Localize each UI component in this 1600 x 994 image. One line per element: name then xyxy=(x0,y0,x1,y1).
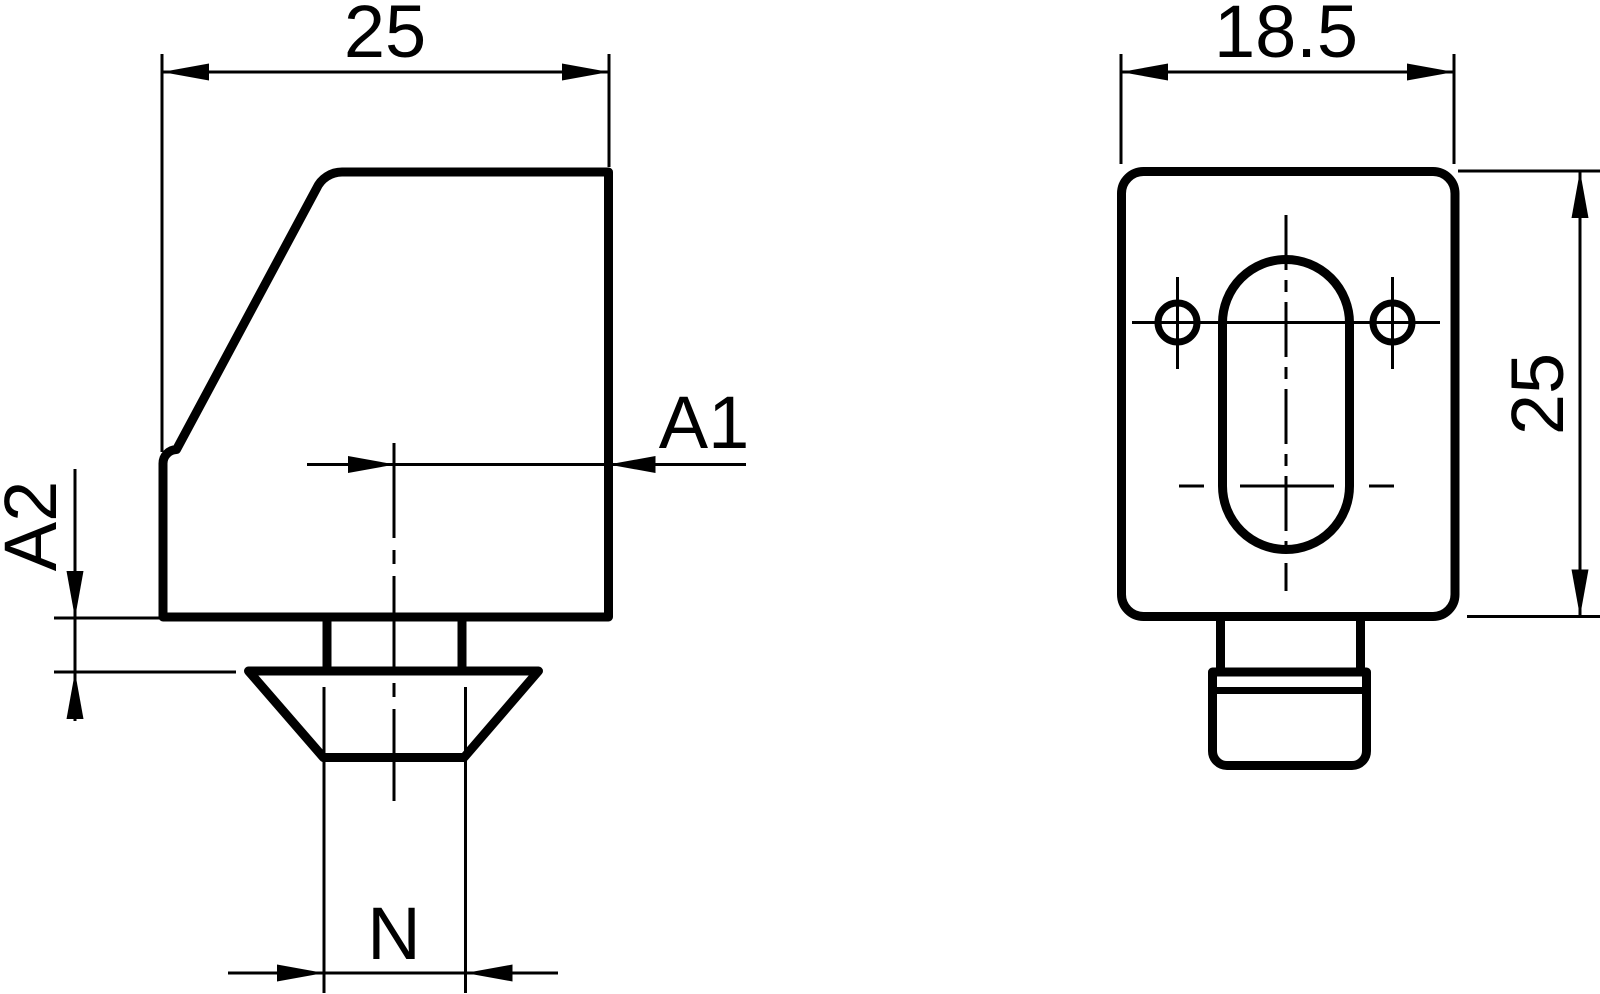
dimension-left-width: 25 xyxy=(160,0,611,452)
dimension-label-a1: A1 xyxy=(659,381,750,464)
arrowhead-up xyxy=(1571,171,1589,218)
right-view-body-outline xyxy=(1117,167,1460,621)
arrowhead-right xyxy=(1407,63,1454,81)
arrowhead-down xyxy=(66,571,84,618)
dimension-n: N xyxy=(228,687,558,993)
arrowhead-right xyxy=(465,964,513,982)
arrowhead-at-centerline xyxy=(348,456,395,473)
arrowhead-left xyxy=(162,63,209,81)
left-view xyxy=(158,167,613,801)
right-view xyxy=(1117,167,1460,770)
dimension-label-n: N xyxy=(367,892,420,975)
arrowhead-right xyxy=(562,63,609,81)
dimension-right-height: 25 xyxy=(1458,169,1600,618)
arrowhead-left xyxy=(1121,63,1168,81)
arrowhead-left xyxy=(277,964,324,982)
dimension-a2: A2 xyxy=(0,469,236,721)
arrowhead-up xyxy=(66,672,84,719)
right-view-flange-outline xyxy=(1208,667,1371,770)
dimension-right-width: 18.5 xyxy=(1119,0,1456,164)
dimension-label-right-width: 18.5 xyxy=(1214,0,1358,73)
dimension-label-right-height: 25 xyxy=(1496,353,1579,435)
dimension-label-a2: A2 xyxy=(0,481,72,572)
arrowhead-down xyxy=(1571,569,1589,617)
arrowhead-at-right-edge xyxy=(608,456,656,473)
left-view-body-outline xyxy=(158,167,613,622)
dimension-label-left-width: 25 xyxy=(344,0,426,73)
dimension-a1: A1 xyxy=(307,381,749,473)
